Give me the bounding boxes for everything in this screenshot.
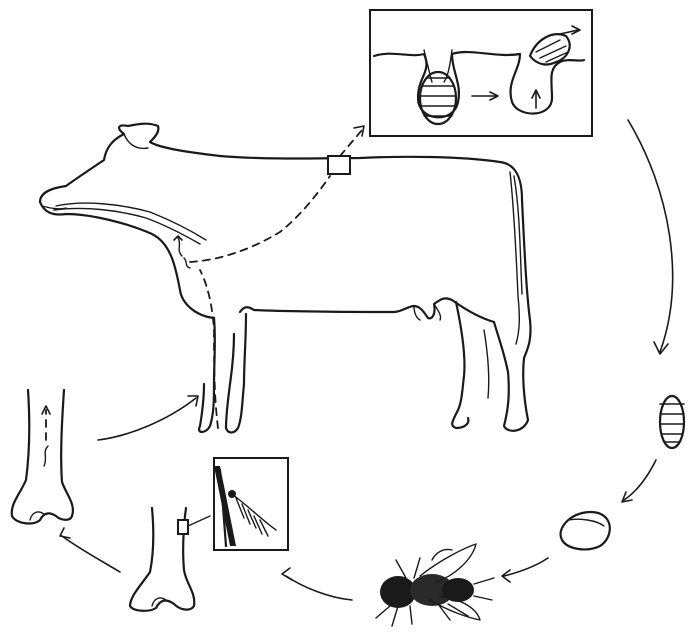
larva [660, 396, 684, 448]
cow-host [40, 124, 531, 433]
adult-fly [376, 544, 494, 626]
leg-with-egg [130, 508, 210, 611]
arrow-to-pupa [622, 460, 656, 502]
back-connector [340, 130, 362, 156]
arrow-to-cow [98, 396, 198, 440]
arrow-to-egg [282, 568, 352, 600]
arrow-to-larva [628, 120, 673, 354]
arrow-to-hatching [60, 528, 120, 572]
hatching-leg [12, 390, 73, 523]
egg-on-hair-inset [214, 458, 288, 550]
migration-path [174, 176, 330, 428]
back-marker-box [328, 156, 350, 174]
arrow-to-adult [502, 558, 548, 582]
pupa [561, 512, 610, 549]
skin-lesion-inset [370, 10, 592, 136]
